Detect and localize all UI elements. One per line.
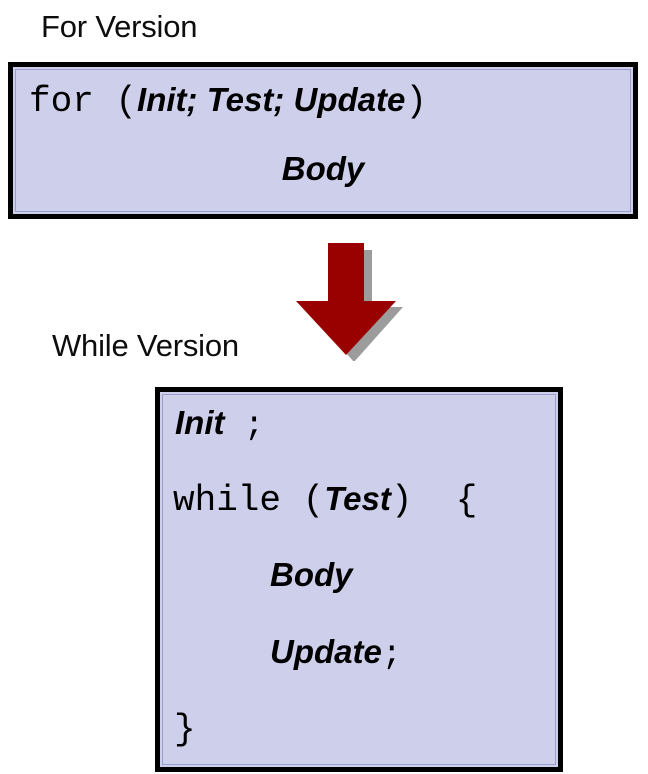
for-version-code-box: for (Init; Test; Update) Body: [8, 62, 638, 219]
while-body-placeholder: Body: [270, 556, 353, 593]
while-version-code-box: Init ; while (Test) { Body Update; }: [155, 387, 563, 772]
while-init-placeholder: Init: [175, 404, 225, 441]
for-open-paren: (: [93, 81, 138, 122]
while-keyword: while: [173, 480, 282, 521]
while-version-caption: While Version: [52, 328, 239, 363]
while-close-paren-brace: ) {: [390, 480, 478, 521]
while-code-line-header: while (Test) {: [173, 482, 477, 519]
for-test-placeholder: Test;: [206, 81, 294, 118]
for-code-line-header: for (Init; Test; Update): [29, 81, 427, 120]
while-update-semicolon: ;: [381, 636, 402, 673]
while-code-line-body: Body: [270, 558, 353, 591]
while-code-line-init: Init ;: [175, 406, 264, 442]
down-arrow-icon: [295, 241, 405, 361]
while-test-placeholder: Test: [324, 480, 391, 517]
for-version-caption: For Version: [41, 9, 198, 44]
for-keyword: for: [29, 81, 94, 122]
for-update-placeholder: Update: [293, 81, 406, 118]
while-code-line-update: Update;: [270, 635, 402, 671]
for-close-paren: ): [405, 81, 427, 122]
while-init-semicolon: ;: [224, 407, 265, 444]
while-update-placeholder: Update: [270, 633, 382, 670]
for-code-line-body: Body: [13, 152, 633, 185]
while-close-brace: }: [174, 709, 196, 750]
while-code-line-close-brace: }: [174, 712, 196, 748]
for-body-placeholder: Body: [281, 150, 365, 187]
for-init-placeholder: Init;: [137, 81, 207, 118]
while-open-paren: (: [281, 480, 325, 521]
